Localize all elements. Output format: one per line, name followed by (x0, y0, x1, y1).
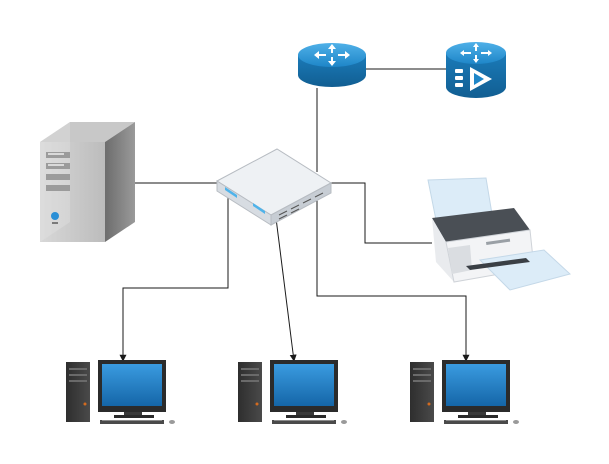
link-switch-to-printer (331, 182, 432, 244)
desktop-computer-icon (238, 360, 347, 424)
printer-icon (427, 177, 572, 291)
router-icon (298, 43, 366, 87)
network-switch-icon (216, 148, 332, 226)
connections (119, 68, 470, 362)
link-switch-to-pc-2 (275, 217, 297, 362)
desktop-computer-icon (410, 360, 519, 424)
link-switch-to-pc-1 (119, 195, 229, 362)
link-switch-to-pc-3 (316, 200, 470, 362)
desktop-computer-icon (66, 360, 175, 424)
server-tower-icon (40, 122, 135, 242)
streaming-router-icon (446, 42, 506, 98)
